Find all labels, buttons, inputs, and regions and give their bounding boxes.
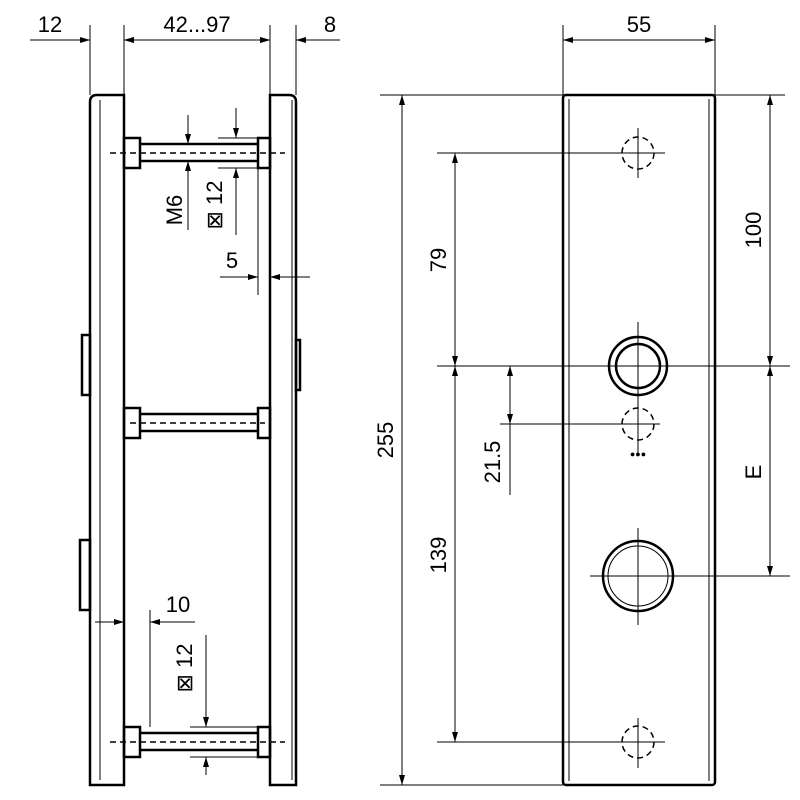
dim-width: 55	[627, 12, 651, 37]
dim-handle-to-bottom: 139	[426, 537, 451, 574]
dim-offset: 5	[226, 248, 238, 273]
dim-square-top: ⊠ 12	[202, 180, 227, 229]
screw-rod-bottom	[110, 725, 285, 759]
left-plate-boss	[78, 538, 92, 612]
dim-square-bottom: ⊠ 12	[172, 643, 197, 692]
front-view: ●●● 55 255 79 139 21.5	[373, 12, 790, 787]
cylinder-mark-icon: ●●●	[630, 449, 646, 459]
dim-edge: 10	[166, 592, 190, 617]
screw-rod-top	[110, 136, 285, 170]
dim-door-thickness: 42...97	[163, 12, 230, 37]
side-view: 12 42...97 8 M6 ⊠ 12 5 10 ⊠ 12	[30, 12, 340, 787]
screw-rod-middle	[122, 406, 272, 440]
right-plate	[268, 93, 298, 787]
dim-thread: M6	[162, 195, 187, 226]
dim-backset: E	[741, 465, 766, 480]
dim-plate-left: 12	[38, 12, 62, 37]
dim-top-to-handle: 79	[426, 248, 451, 272]
left-plate	[88, 93, 126, 787]
dim-handle-to-cylinder: 21.5	[480, 441, 505, 484]
dim-plate-right: 8	[324, 12, 336, 37]
dim-height: 255	[373, 422, 398, 459]
left-plate-boss	[80, 333, 92, 397]
dim-top-to-handle-right: 100	[741, 212, 766, 249]
